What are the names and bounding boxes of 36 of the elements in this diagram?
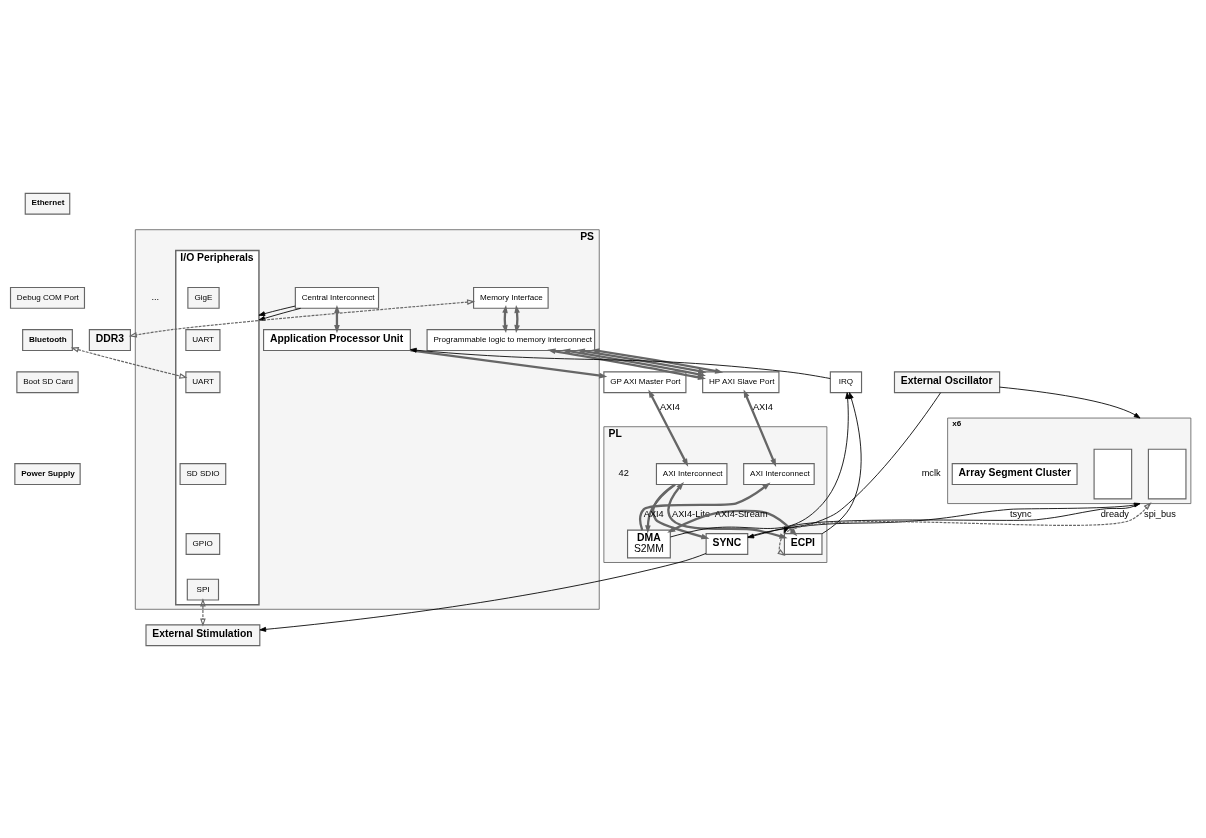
arrow	[639, 481, 771, 530]
arrow	[70, 346, 188, 379]
edge-label: mclk	[921, 467, 941, 478]
arrow	[259, 552, 707, 632]
node-box: SYNC	[705, 532, 749, 555]
node-box: External Stimulation	[145, 623, 261, 646]
arrow	[576, 347, 707, 374]
edge-label: tsync	[1010, 508, 1032, 519]
arrow	[410, 348, 608, 378]
arrow	[200, 597, 206, 627]
node-box	[1093, 448, 1133, 499]
arrow	[667, 509, 798, 536]
label: ...	[151, 291, 160, 302]
edge-label: AXI4	[752, 401, 773, 412]
arrow	[652, 483, 710, 539]
arrow	[591, 347, 724, 374]
node-box: Array Segment Cluster	[951, 462, 1078, 485]
edge-label: dready	[1100, 508, 1129, 519]
arrow	[648, 389, 689, 467]
node-box: DMA S2MM	[626, 529, 671, 558]
node-box: DDR3	[88, 328, 131, 351]
node-box: Application Processor Unit	[263, 328, 411, 351]
arrow	[645, 483, 676, 533]
edge-label: AXI4	[659, 401, 680, 412]
arrow	[821, 391, 862, 534]
node-box: External Oscillator	[893, 370, 1001, 393]
arrow	[743, 388, 777, 467]
arrow	[258, 305, 296, 316]
edge-label: spi_bus	[1144, 508, 1176, 519]
node-box	[1147, 448, 1187, 499]
edge-label: AXI4-Lite	[672, 508, 711, 519]
label: 42	[618, 467, 629, 478]
arrow	[128, 298, 476, 338]
arrow	[258, 307, 302, 321]
arrow	[999, 386, 1141, 418]
node-box: ECPI	[783, 532, 823, 555]
